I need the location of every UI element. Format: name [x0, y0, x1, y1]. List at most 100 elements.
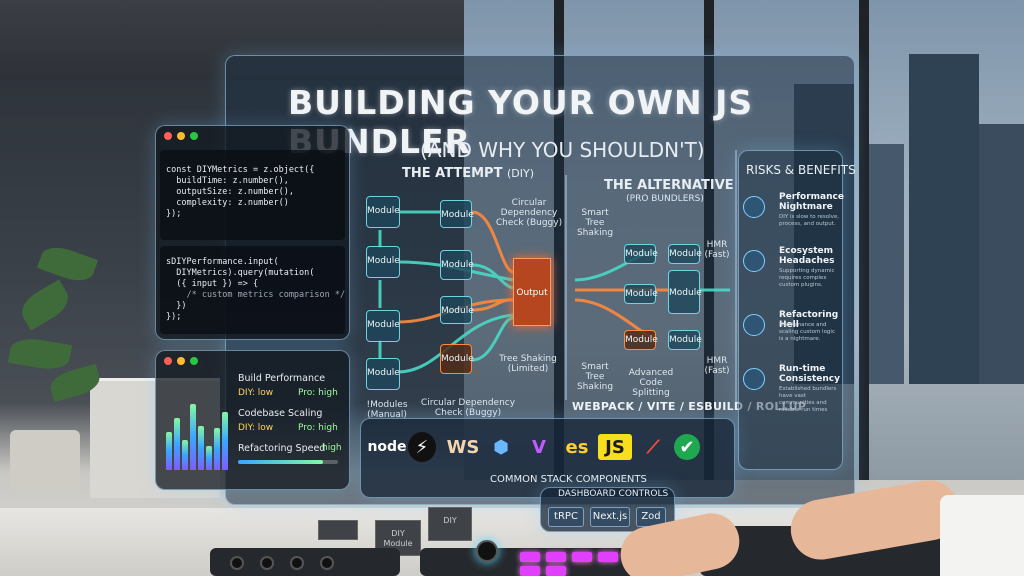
- code-block: [160, 246, 345, 334]
- drum-pad[interactable]: [572, 552, 592, 562]
- risk-description: Maintenance and scaling custom logic is …: [779, 322, 835, 342]
- knob[interactable]: [320, 556, 334, 570]
- minimize-dot-icon: [177, 357, 185, 365]
- code-line: complexity: z.number(): [166, 198, 289, 208]
- perf-diy-value: DIY: low: [238, 423, 274, 433]
- risk-description: Supporting dynamic requires complex cust…: [779, 268, 835, 288]
- close-dot-icon: [164, 357, 172, 365]
- diy-module: Module: [440, 296, 474, 324]
- shirt-sleeve: [940, 495, 1024, 576]
- refactor-speed-label: Refactoring Speed: [238, 443, 326, 454]
- bundler-list: WEBPACK / VITE / ESBUILD / ROLLUP: [572, 400, 807, 413]
- esbuild-logo: es: [565, 436, 589, 458]
- websocket-logo: WS: [446, 436, 480, 458]
- drum-pad[interactable]: [546, 566, 566, 576]
- trpc-button[interactable]: tRPC: [548, 507, 584, 527]
- attempt-heading: THE ATTEMPT (DIY): [402, 166, 534, 181]
- flow-line: [471, 210, 514, 274]
- code-line: sDIYPerformance.input(: [166, 257, 279, 267]
- diy-module: Module: [366, 246, 400, 278]
- diy-module: Module: [366, 196, 400, 228]
- nextjs-button[interactable]: Next.js: [590, 507, 630, 527]
- knob[interactable]: [290, 556, 304, 570]
- perf-row-label: Build Performance: [238, 373, 326, 384]
- bolt-logo: ⚡: [408, 432, 436, 462]
- performance-bar: [214, 428, 220, 470]
- knob[interactable]: [230, 556, 244, 570]
- alternative-subheading: (PRO BUNDLERS): [626, 194, 704, 204]
- code-line: buildTime: z.number(),: [166, 176, 289, 186]
- code-line: }): [166, 301, 187, 311]
- pro-module: Module: [668, 244, 702, 264]
- smart-tree-shaking-bottom-label: Smart Tree Shaking: [576, 362, 614, 392]
- check-shield-logo: ✔: [674, 434, 700, 460]
- diy-module: Module: [440, 200, 474, 228]
- stopwatch-icon: [743, 196, 765, 218]
- section-divider: [735, 150, 737, 410]
- cube-logo: ⬢: [493, 436, 509, 458]
- section-divider: [565, 175, 567, 400]
- perf-pro-value: Pro: high: [298, 388, 338, 398]
- skyscraper: [909, 54, 979, 384]
- drum-pad[interactable]: [598, 552, 618, 562]
- performance-bar: [206, 446, 212, 470]
- drum-pad[interactable]: [520, 552, 540, 562]
- code-line: DIYMetrics).query(mutation(: [166, 268, 315, 278]
- tree-shaking-label: Tree Shaking (Limited): [499, 354, 557, 374]
- stack-label: COMMON STACK COMPONENTS: [490, 474, 647, 485]
- performance-bar: [174, 418, 180, 470]
- risk-item: Refactoring Hell Maintenance and scaling…: [743, 310, 841, 362]
- code-line: const DIYMetrics = z.object({: [166, 165, 315, 175]
- diy-block: DIY: [428, 507, 472, 541]
- code-splitting-label: Advanced Code Splitting: [628, 368, 674, 398]
- risk-heading: Run-time Consistency: [779, 364, 841, 384]
- pro-module: Module: [668, 270, 702, 314]
- diy-module: Module: [366, 358, 400, 390]
- modules-manual-label: !Modules (Manual): [366, 400, 408, 420]
- code-line: outputSize: z.number(),: [166, 187, 294, 197]
- pro-module: Module: [624, 284, 658, 304]
- perf-pro-value: Pro: high: [298, 423, 338, 433]
- infographic-subtitle: (AND WHY YOU SHOULDN'T): [420, 138, 705, 162]
- diy-module: Module: [440, 344, 474, 374]
- plant-pot: [10, 430, 80, 490]
- code-line: ({ input }) => {: [166, 279, 259, 289]
- risks-title: RISKS & BENEFITS: [746, 163, 856, 177]
- drum-pad[interactable]: [546, 552, 566, 562]
- javascript-logo: JS: [598, 434, 632, 460]
- maximize-dot-icon: [190, 357, 198, 365]
- attempt-heading-text: THE ATTEMPT: [402, 166, 503, 181]
- diy-output-box: Output: [513, 258, 551, 326]
- flow-line: [471, 316, 514, 362]
- code-comment: /* custom metrics comparison */: [166, 290, 346, 300]
- window-controls: [164, 357, 198, 365]
- performance-bar: [166, 432, 172, 470]
- code-line: });: [166, 209, 182, 219]
- knob[interactable]: [260, 556, 274, 570]
- window-controls: [164, 132, 198, 140]
- risk-heading: Refactoring Hell: [779, 310, 839, 330]
- risk-item: Performance Nightmare DIY is slow to res…: [743, 192, 844, 244]
- minimize-dot-icon: [177, 132, 185, 140]
- performance-bar: [182, 440, 188, 470]
- rollup-logo: ⟋: [646, 436, 660, 458]
- pro-module: Module: [624, 330, 658, 350]
- risk-item: Ecosystem Headaches Supporting dynamic r…: [743, 246, 841, 298]
- vite-logo: V: [532, 436, 546, 458]
- window-frame: [859, 0, 869, 480]
- perf-row-label: Codebase Scaling: [238, 408, 323, 419]
- drum-pad[interactable]: [520, 566, 540, 576]
- dashboard-label: DASHBOARD CONTROLS: [558, 489, 669, 499]
- performance-bar: [198, 426, 204, 470]
- risk-description: DIY is slow to resolve, process, and out…: [779, 214, 840, 227]
- flow-line: [471, 298, 514, 312]
- magnifier-code-icon: [743, 314, 765, 336]
- perf-diy-value: DIY: low: [238, 388, 274, 398]
- risk-heading: Ecosystem Headaches: [779, 246, 835, 266]
- performance-bar: [190, 404, 196, 470]
- attempt-heading-suffix: (DIY): [506, 167, 535, 180]
- performance-bar: [222, 412, 228, 470]
- alternative-heading: THE ALTERNATIVE: [604, 178, 734, 193]
- main-knob[interactable]: [476, 540, 498, 562]
